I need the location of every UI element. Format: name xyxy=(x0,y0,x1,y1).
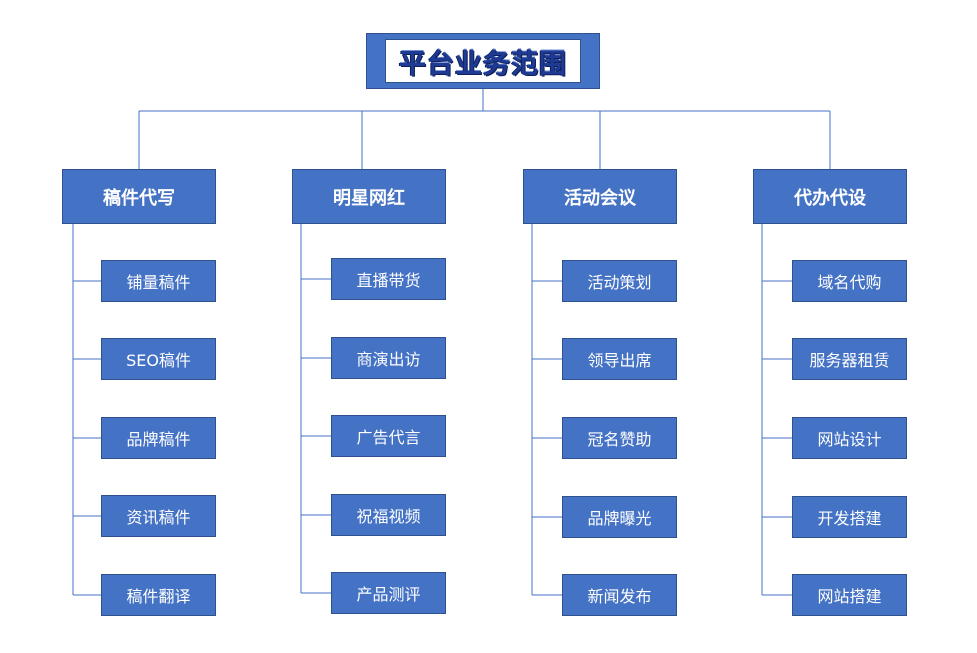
item-node: 产品测评 xyxy=(331,572,446,614)
item-node: 新闻发布 xyxy=(562,574,677,616)
item-node: 祝福视频 xyxy=(331,494,446,536)
item-node: 网站搭建 xyxy=(792,574,907,616)
item-node: 活动策划 xyxy=(562,260,677,302)
item-node: 网站设计 xyxy=(792,417,907,459)
diagram-title: 平台业务范围 xyxy=(399,48,567,80)
root-node: 平台业务范围 xyxy=(366,33,600,89)
item-node: 冠名赞助 xyxy=(562,417,677,459)
category-node-2: 明星网红 xyxy=(292,169,446,224)
category-node-4: 代办代设 xyxy=(753,169,907,224)
item-node: 领导出席 xyxy=(562,338,677,380)
item-node: 直播带货 xyxy=(331,258,446,300)
item-node: 铺量稿件 xyxy=(101,260,216,302)
item-node: 稿件翻译 xyxy=(101,574,216,616)
item-node: 开发搭建 xyxy=(792,496,907,538)
item-node: 资讯稿件 xyxy=(101,495,216,537)
item-node: 品牌曝光 xyxy=(562,496,677,538)
item-node: 服务器租赁 xyxy=(792,338,907,380)
item-node: 域名代购 xyxy=(792,260,907,302)
category-node-1: 稿件代写 xyxy=(62,169,216,224)
item-node: 广告代言 xyxy=(331,415,446,457)
category-node-3: 活动会议 xyxy=(523,169,677,224)
root-title-frame: 平台业务范围 xyxy=(385,39,581,83)
item-node: 商演出访 xyxy=(331,337,446,379)
item-node: SEO稿件 xyxy=(101,338,216,380)
item-node: 品牌稿件 xyxy=(101,417,216,459)
